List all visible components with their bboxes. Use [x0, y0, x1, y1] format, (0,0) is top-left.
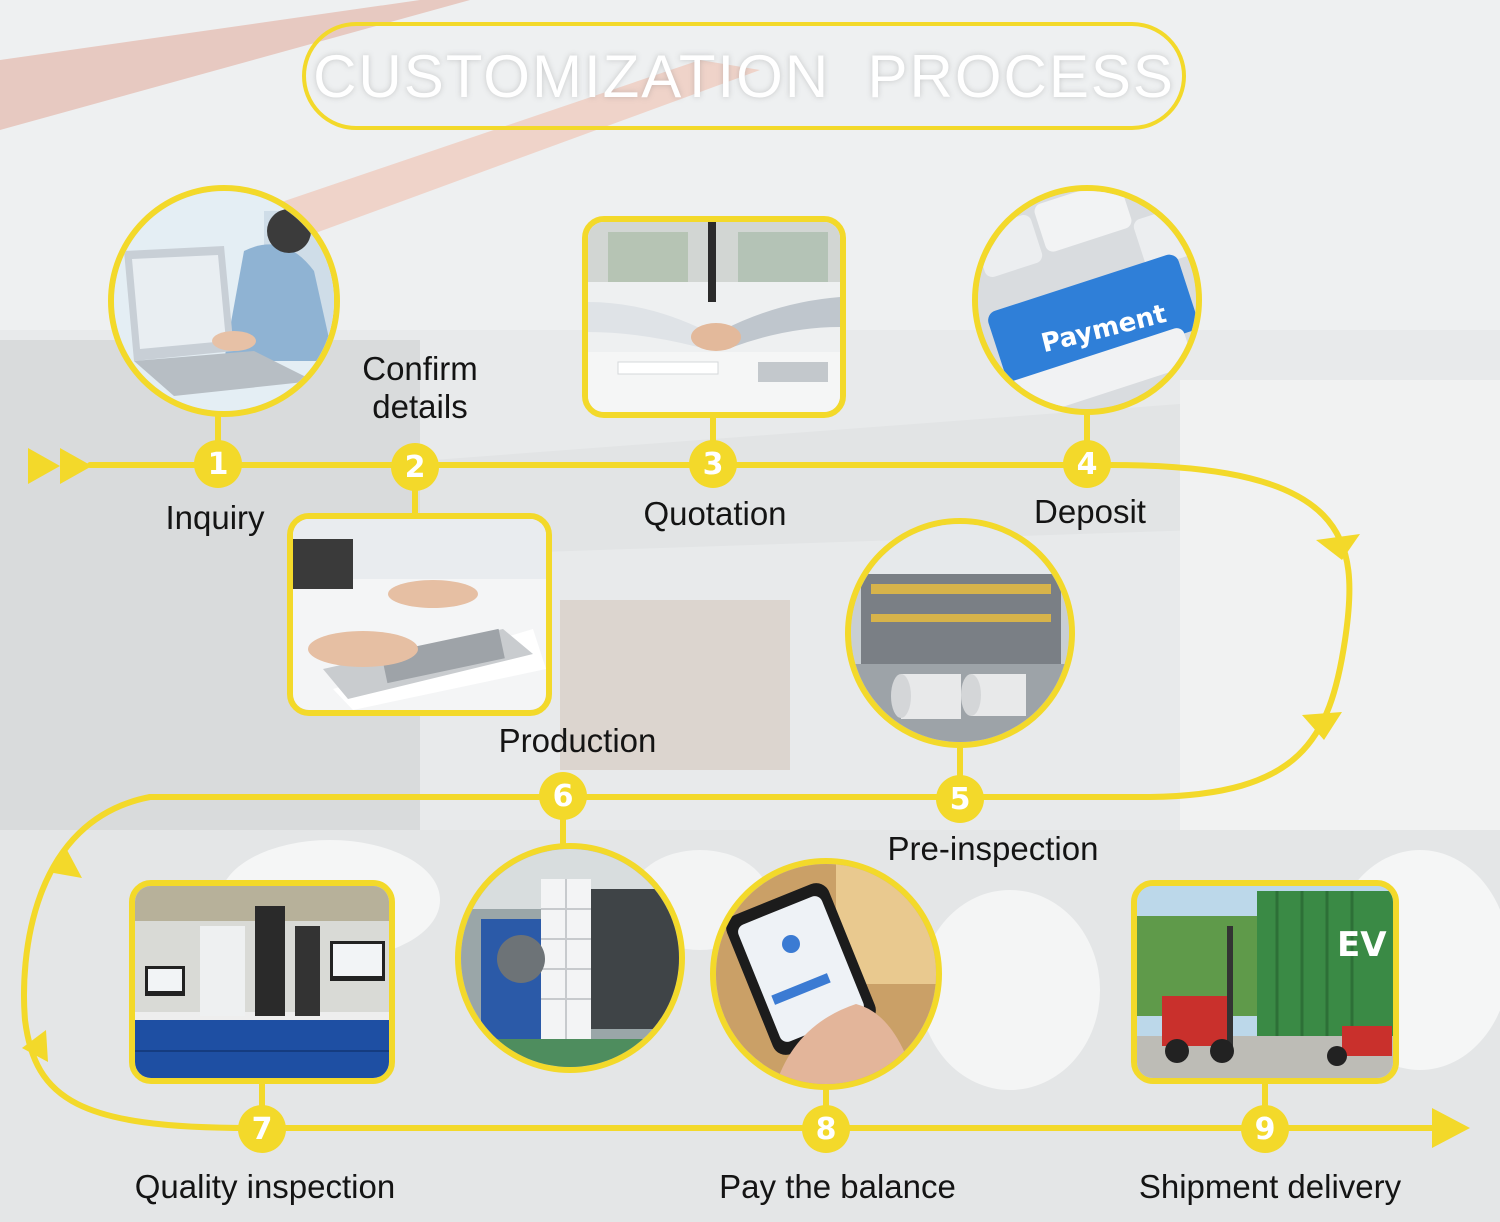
step-2-label-line1: Confirm	[362, 350, 478, 387]
step-1-number: 1	[194, 440, 242, 488]
step-8-label: Pay the balance	[719, 1168, 956, 1205]
step-8-number: 8	[802, 1105, 850, 1153]
step-6-photo	[455, 843, 685, 1073]
step-7-photo	[129, 880, 395, 1084]
step-1-label: Inquiry	[165, 499, 265, 536]
step-5-number: 5	[936, 775, 984, 823]
step-9-photo: EV	[1131, 880, 1399, 1084]
step-1-photo	[108, 185, 340, 417]
step-9-number: 9	[1241, 1105, 1289, 1153]
page-title: CUSTOMIZATION PROCESS	[313, 42, 1175, 110]
step-9-label: Shipment delivery	[1138, 1168, 1402, 1205]
step-7-label: Quality inspection	[134, 1168, 396, 1205]
step-3-label: Quotation	[643, 495, 787, 532]
step-4-number: 4	[1063, 440, 1111, 488]
step-2-photo	[287, 513, 552, 716]
step-2-label: Confirm details	[340, 350, 500, 426]
step-5-label: Pre-inspection	[887, 830, 1099, 867]
container-text: EV	[1337, 925, 1387, 965]
step-5-photo	[845, 518, 1075, 748]
step-4-photo: Payment	[972, 185, 1202, 415]
step-4-label: Deposit	[1034, 493, 1146, 530]
step-6-number: 6	[539, 772, 587, 820]
title-banner: CUSTOMIZATION PROCESS	[302, 22, 1186, 130]
step-6-label: Production	[498, 722, 657, 759]
step-7-number: 7	[238, 1105, 286, 1153]
step-2-label-line2: details	[372, 388, 468, 425]
step-2-number: 2	[391, 443, 439, 491]
step-3-photo	[582, 216, 846, 418]
step-8-photo	[710, 858, 942, 1090]
step-3-number: 3	[689, 440, 737, 488]
